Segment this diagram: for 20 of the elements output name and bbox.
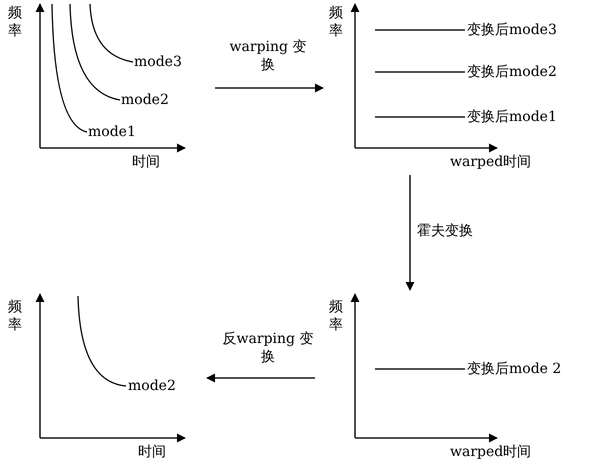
curve-label: mode1: [88, 124, 136, 140]
arrow: [206, 374, 315, 382]
curve-label: mode2: [128, 378, 176, 394]
x-axis-label: 时间: [132, 154, 160, 170]
x-axis-label: warped时间: [450, 444, 532, 460]
y-axis-label: 频率: [329, 298, 344, 334]
y-axis-label: 频率: [329, 4, 344, 40]
arrow: [215, 84, 324, 92]
curve-label: 变换后mode 2: [467, 361, 562, 377]
edge-label: warping 变换: [228, 38, 308, 74]
curve-label: mode3: [134, 54, 182, 70]
curve-label: 变换后mode2: [467, 64, 557, 80]
x-axis-label: warped时间: [450, 154, 532, 170]
curve-label: mode2: [121, 92, 169, 108]
arrow: [406, 175, 414, 291]
x-axis-label: 时间: [138, 444, 166, 460]
y-axis-label: 频率: [8, 298, 23, 334]
curve-label: 变换后mode3: [467, 22, 557, 38]
curve-label: 变换后mode1: [467, 109, 557, 125]
y-axis-label: 频率: [8, 4, 23, 40]
